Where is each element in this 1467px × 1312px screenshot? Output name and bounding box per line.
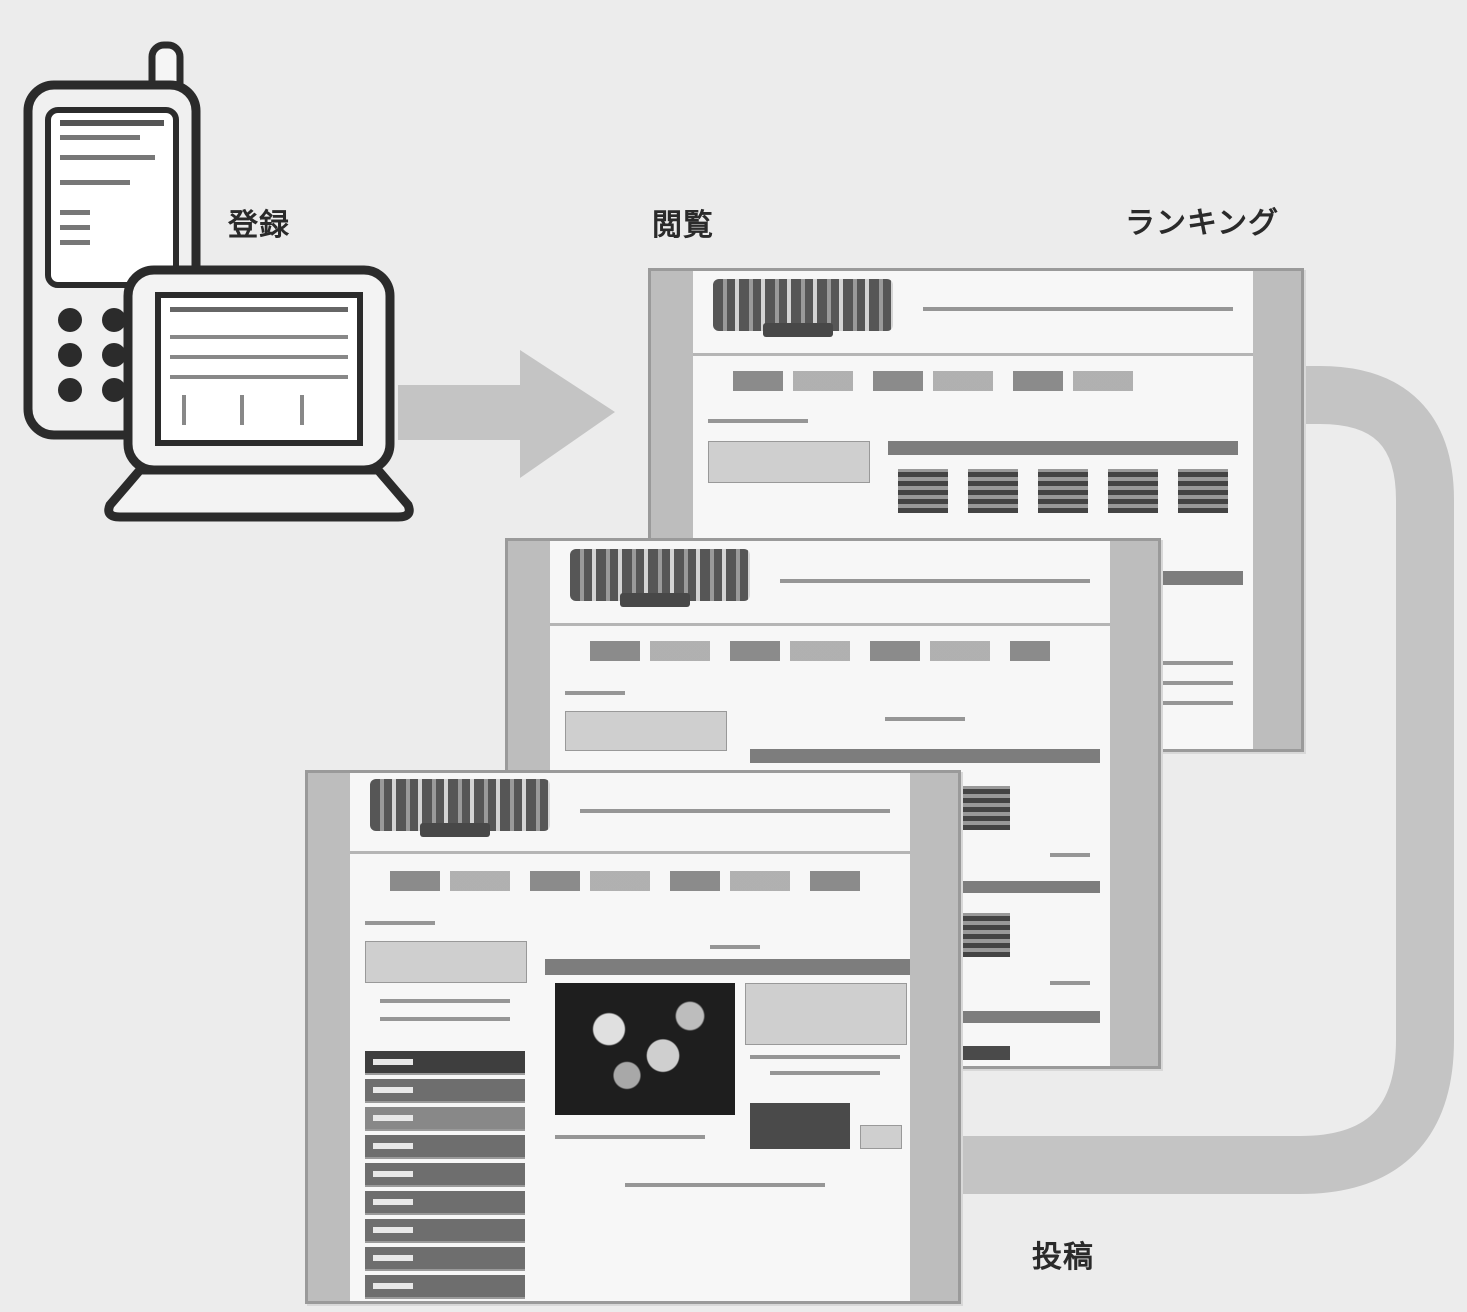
header-text (580, 809, 890, 813)
sidebar-box (708, 441, 870, 483)
ranking-line-1 (1163, 661, 1233, 665)
ranking-item-5 (1178, 469, 1228, 513)
nav-links (590, 641, 1050, 661)
ranking-item-4 (1108, 469, 1158, 513)
photo-caption (555, 1135, 705, 1139)
content-line-1 (1050, 853, 1090, 857)
ranking-line-2 (1163, 681, 1233, 685)
site-logo (570, 549, 750, 607)
ranking-line-3 (1163, 701, 1233, 705)
content-header-2 (960, 881, 1100, 893)
ranking-item-1 (898, 469, 948, 513)
sidebar-box (565, 711, 727, 751)
nav-bar (550, 623, 1110, 626)
sidebar-menu (365, 1051, 525, 1301)
header-text (780, 579, 1090, 583)
sidebar-text-1 (380, 999, 510, 1003)
label-register: 登録 (228, 208, 290, 243)
section-title (708, 419, 808, 423)
content-title (710, 945, 760, 949)
mobile-phone-icon (23, 41, 201, 440)
loop-arrow-icon (955, 366, 1454, 1194)
sidebar-box (365, 941, 527, 983)
ranking-item-3 (1038, 469, 1088, 513)
section-title (565, 691, 625, 695)
label-post: 投稿 (1032, 1240, 1094, 1275)
post-vote-button (860, 1125, 902, 1149)
sidebar-item (365, 1219, 525, 1243)
section-title (365, 921, 435, 925)
ranking-footer (1163, 571, 1243, 585)
ranking-item-2 (968, 469, 1018, 513)
sidebar-item (365, 1163, 525, 1187)
page-body (350, 773, 910, 1301)
content-header-3 (960, 1011, 1100, 1023)
posted-photo (555, 983, 735, 1115)
header-text (923, 307, 1233, 311)
post-form-line-2 (770, 1071, 880, 1075)
sidebar-item (365, 1107, 525, 1131)
sidebar-item (365, 1079, 525, 1103)
content-button (960, 1046, 1010, 1060)
ranking-header (888, 441, 1238, 455)
screenshot-post-page (305, 770, 961, 1304)
post-vote-graphic (750, 1103, 850, 1149)
site-logo (370, 779, 550, 837)
nav-bar (693, 353, 1253, 356)
sidebar-text-2 (380, 1017, 510, 1021)
right-arrow-icon (398, 350, 615, 478)
content-thumb-2 (960, 913, 1010, 957)
content-header (545, 959, 910, 975)
sidebar-item (365, 1247, 525, 1271)
content-line-2 (1050, 981, 1090, 985)
post-form-line (750, 1055, 900, 1059)
sidebar-item (365, 1051, 525, 1075)
sidebar-item (365, 1275, 525, 1299)
label-view: 閲覧 (652, 208, 714, 243)
sidebar-item (365, 1191, 525, 1215)
label-ranking: ランキング (1125, 206, 1280, 241)
nav-links (390, 871, 870, 891)
sidebar-item (365, 1135, 525, 1159)
content-header (750, 749, 1100, 763)
site-logo (713, 279, 893, 337)
nav-links (733, 371, 1153, 391)
content-title (885, 717, 965, 721)
content-thumb-1 (960, 786, 1010, 830)
post-form-box (745, 983, 907, 1045)
pc-monitor-icon (104, 265, 414, 522)
footer-text (625, 1183, 825, 1187)
nav-bar (350, 851, 910, 854)
